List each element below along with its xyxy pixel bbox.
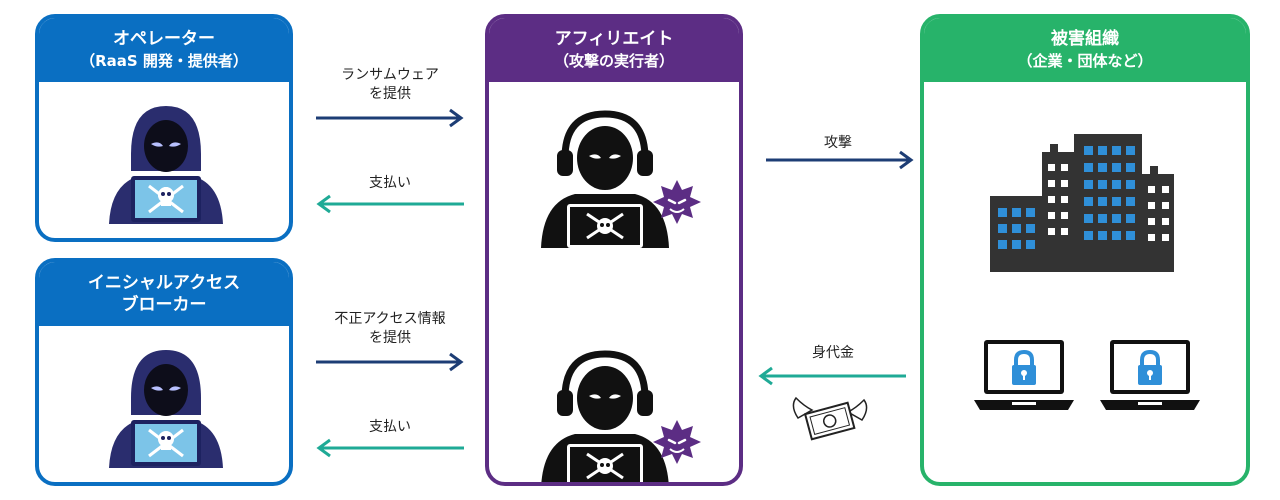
payment-label-bottom: 支払い <box>369 419 411 435</box>
arrow-right <box>766 150 914 170</box>
ransomware-label: ランサムウェア を提供 <box>341 67 439 102</box>
affiliate-header: アフィリエイト （攻撃の実行者） <box>489 18 739 82</box>
arrow-right <box>316 352 464 372</box>
victim-box: 被害組織 （企業・団体など） <box>920 14 1250 486</box>
attack-label: 攻撃 <box>824 135 852 151</box>
flying-money-icon <box>792 396 868 441</box>
iab-title-line1: イニシャルアクセス <box>87 273 241 293</box>
arrow-right <box>316 108 464 128</box>
operator-box: オペレーター （RaaS 開発・提供者） <box>35 14 293 242</box>
headset-hacker-icon <box>541 110 701 248</box>
iab-title-line2: ブローカー <box>121 295 207 315</box>
victim-title: 被害組織 <box>1051 29 1119 49</box>
hooded-hacker-icon <box>109 106 223 224</box>
iab-header: イニシャルアクセス ブローカー <box>39 262 289 326</box>
operator-title: オペレーター <box>113 29 215 49</box>
access-info-label: 不正アクセス情報 を提供 <box>334 311 446 346</box>
payment-label-top: 支払い <box>369 175 411 191</box>
affiliate-subtitle: （攻撃の実行者） <box>553 52 674 70</box>
arrow-left <box>316 194 464 214</box>
operator-header: オペレーター （RaaS 開発・提供者） <box>39 18 289 82</box>
office-building-icon <box>990 134 1174 272</box>
affiliate-box: アフィリエイト （攻撃の実行者） <box>485 14 743 486</box>
locked-laptop-icon <box>974 340 1074 410</box>
victim-header: 被害組織 （企業・団体など） <box>924 18 1246 82</box>
arrow-left <box>758 366 906 386</box>
arrow-left <box>316 438 464 458</box>
ransom-label: 身代金 <box>812 345 854 361</box>
affiliate-title: アフィリエイト <box>554 29 674 49</box>
victim-subtitle: （企業・団体など） <box>1017 52 1153 70</box>
headset-hacker-icon <box>541 350 701 482</box>
locked-laptop-icon <box>1100 340 1200 410</box>
operator-subtitle: （RaaS 開発・提供者） <box>80 52 248 70</box>
iab-box: イニシャルアクセス ブローカー <box>35 258 293 486</box>
hooded-hacker-icon <box>109 350 223 468</box>
